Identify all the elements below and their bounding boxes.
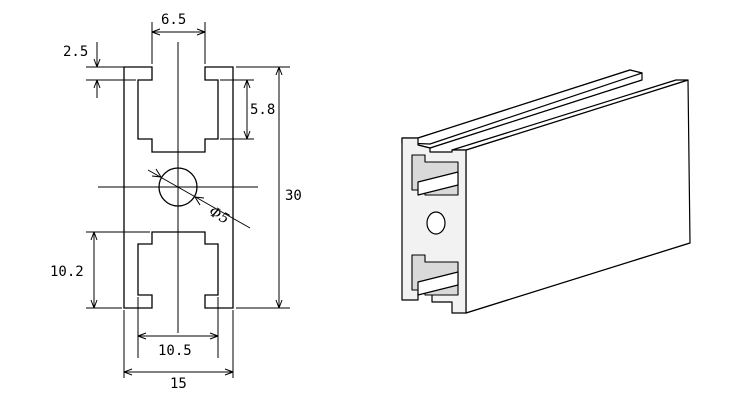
profile-outline <box>123 66 234 309</box>
dim-overall-width: 15 <box>123 310 234 392</box>
dim-slot-opening: 6.5 <box>151 12 206 64</box>
dim-label-overall-height: 30 <box>285 188 302 204</box>
iso-hole <box>426 211 446 235</box>
iso-lower-slot-ledge <box>417 271 459 296</box>
dim-lip-thickness: 2.5 <box>63 42 150 98</box>
iso-bottom-edge <box>465 242 691 314</box>
isometric-view <box>401 69 691 314</box>
dim-label-inner-width: 10.5 <box>158 343 192 359</box>
dim-inner-width: 10.5 <box>137 297 219 359</box>
iso-slot-groove-line <box>429 79 643 149</box>
dim-label-slot-height: 10.2 <box>50 264 84 280</box>
iso-upper-slot-ledge <box>417 171 459 196</box>
dim-overall-height: 30 <box>236 66 302 309</box>
dim-label-slot-opening: 6.5 <box>161 12 186 28</box>
dim-slot-depth: 5.8 <box>220 79 275 140</box>
dim-label-hole-diameter: Φ5 <box>206 204 232 228</box>
dim-label-overall-width: 15 <box>170 376 187 392</box>
cross-section-view: 6.5 2.5 5.8 30 <box>50 12 302 392</box>
dim-label-slot-depth: 5.8 <box>250 102 275 118</box>
dim-label-lip-thickness: 2.5 <box>63 44 88 60</box>
dim-slot-height: 10.2 <box>50 231 150 309</box>
